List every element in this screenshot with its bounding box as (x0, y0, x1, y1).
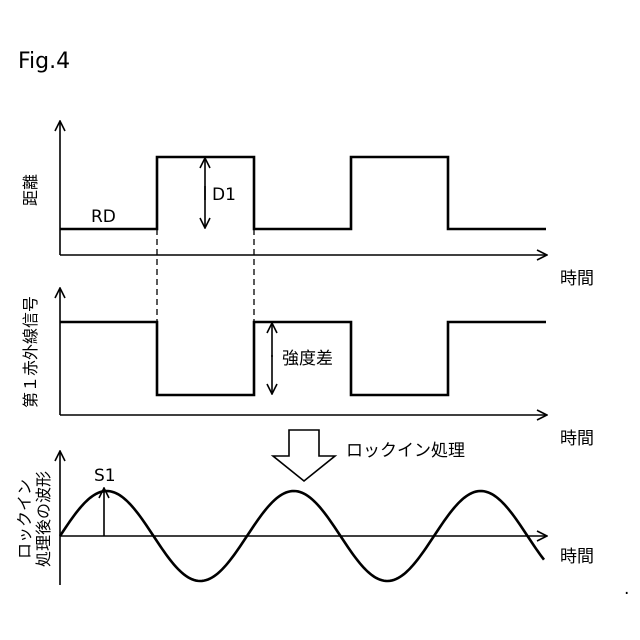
d1-label: D1 (212, 185, 236, 205)
intensity-difference-label: 強度差 (282, 349, 333, 369)
infrared-y-label: 第１赤外線信号 (21, 296, 40, 408)
corner-mark: . (624, 579, 629, 599)
lockin-x-label: 時間 (560, 547, 594, 567)
distance-signal (60, 157, 546, 229)
figure-title: Fig.4 (18, 49, 70, 74)
infrared-x-label: 時間 (560, 429, 594, 449)
rd-label: RD (91, 207, 116, 227)
distance-y-label: 距離 (21, 174, 40, 206)
lockin-process-label: ロックイン処理 (346, 441, 465, 461)
distance-x-label: 時間 (560, 269, 594, 289)
lockin-y-label-line1: ロックイン (15, 479, 34, 559)
lockin-panel: S1 時間 ロックイン 処理後の波形 (15, 452, 594, 585)
distance-panel: RD D1 時間 距離 (21, 122, 594, 289)
lockin-process-arrow (273, 430, 335, 481)
s1-label: S1 (94, 466, 116, 486)
infrared-panel: 強度差 時間 第１赤外線信号 (21, 289, 594, 449)
lockin-y-label-line2: 処理後の波形 (34, 471, 53, 567)
